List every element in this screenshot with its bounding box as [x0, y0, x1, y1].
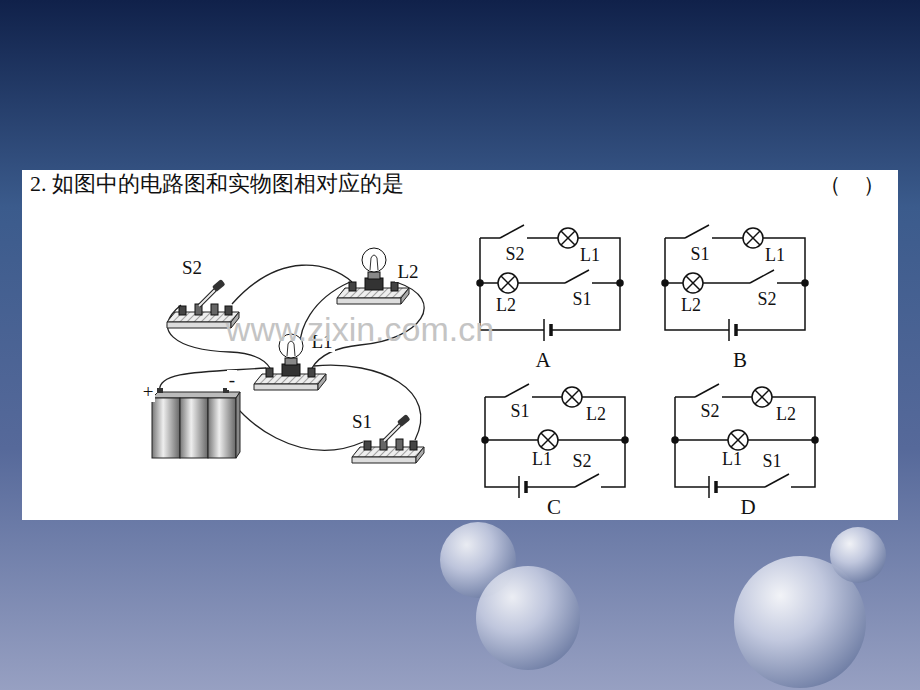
circuit-option-a: [477, 225, 623, 341]
option-letter: D: [740, 496, 755, 519]
symbol-label: L1: [722, 450, 742, 470]
symbol-label: L1: [765, 246, 785, 266]
terminal-sign: +: [141, 382, 156, 403]
component-label: L2: [395, 262, 420, 283]
symbol-label: L2: [681, 296, 701, 316]
symbol-label: L1: [580, 246, 600, 266]
symbol-label: L2: [776, 405, 796, 425]
circuit-option-c: [482, 384, 628, 498]
option-letter: B: [733, 349, 747, 372]
battery: [152, 388, 240, 458]
symbol-label: S1: [762, 452, 781, 472]
symbol-label: S2: [505, 245, 524, 265]
symbol-label: S2: [700, 402, 719, 422]
option-letter: A: [535, 349, 550, 372]
watermark: www.zixin.com.cn: [226, 311, 494, 348]
symbol-label: S1: [690, 245, 709, 265]
symbol-label: S2: [572, 452, 591, 472]
answer-bracket: （ ）: [819, 173, 885, 197]
option-letter: C: [547, 496, 561, 519]
circuit-option-d: [672, 384, 818, 498]
symbol-label: S1: [572, 290, 591, 310]
component-label: S2: [180, 258, 204, 279]
symbol-label: S1: [510, 402, 529, 422]
component-label: S1: [350, 412, 374, 433]
symbol-label: L1: [532, 450, 552, 470]
symbol-label: S2: [757, 290, 776, 310]
question-title: 2. 如图中的电路图和实物图相对应的是: [30, 172, 404, 196]
symbol-label: L2: [496, 296, 516, 316]
circuit-option-b: [662, 225, 808, 341]
symbol-label: L2: [586, 405, 606, 425]
terminal-sign: -: [227, 370, 237, 391]
